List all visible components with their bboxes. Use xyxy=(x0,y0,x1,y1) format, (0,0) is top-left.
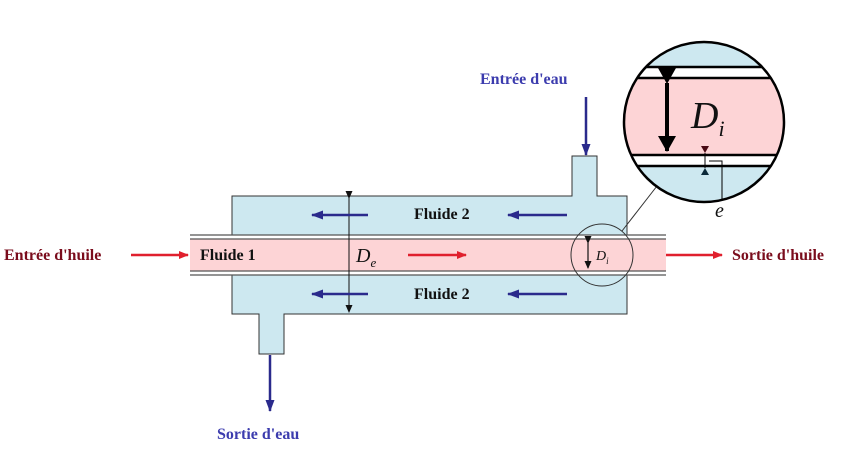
zoom-circle xyxy=(622,40,786,204)
oil-outlet-label: Sortie d'huile xyxy=(732,247,824,264)
thickness-marker-bottom xyxy=(701,168,709,175)
fluid1-label: Fluide 1 xyxy=(200,247,256,264)
thickness-leader xyxy=(709,160,723,200)
zoom-diameter-label: Di xyxy=(690,95,725,141)
thickness-marker-top xyxy=(701,146,709,153)
outer-diameter-label: De xyxy=(355,245,376,270)
oil-inlet-label: Entrée d'huile xyxy=(4,247,101,264)
fluid2-top-label: Fluide 2 xyxy=(414,206,470,223)
inner-diameter-label: Di xyxy=(595,249,609,266)
zoom-detail xyxy=(624,42,784,202)
detail-circle xyxy=(570,223,634,287)
thickness-label: e xyxy=(715,200,724,222)
zoom-leader-line xyxy=(621,185,658,232)
fluid2-bottom-label: Fluide 2 xyxy=(414,286,470,303)
water-outlet-label: Sortie d'eau xyxy=(217,426,299,443)
water-inlet-label: Entrée d'eau xyxy=(480,71,568,88)
